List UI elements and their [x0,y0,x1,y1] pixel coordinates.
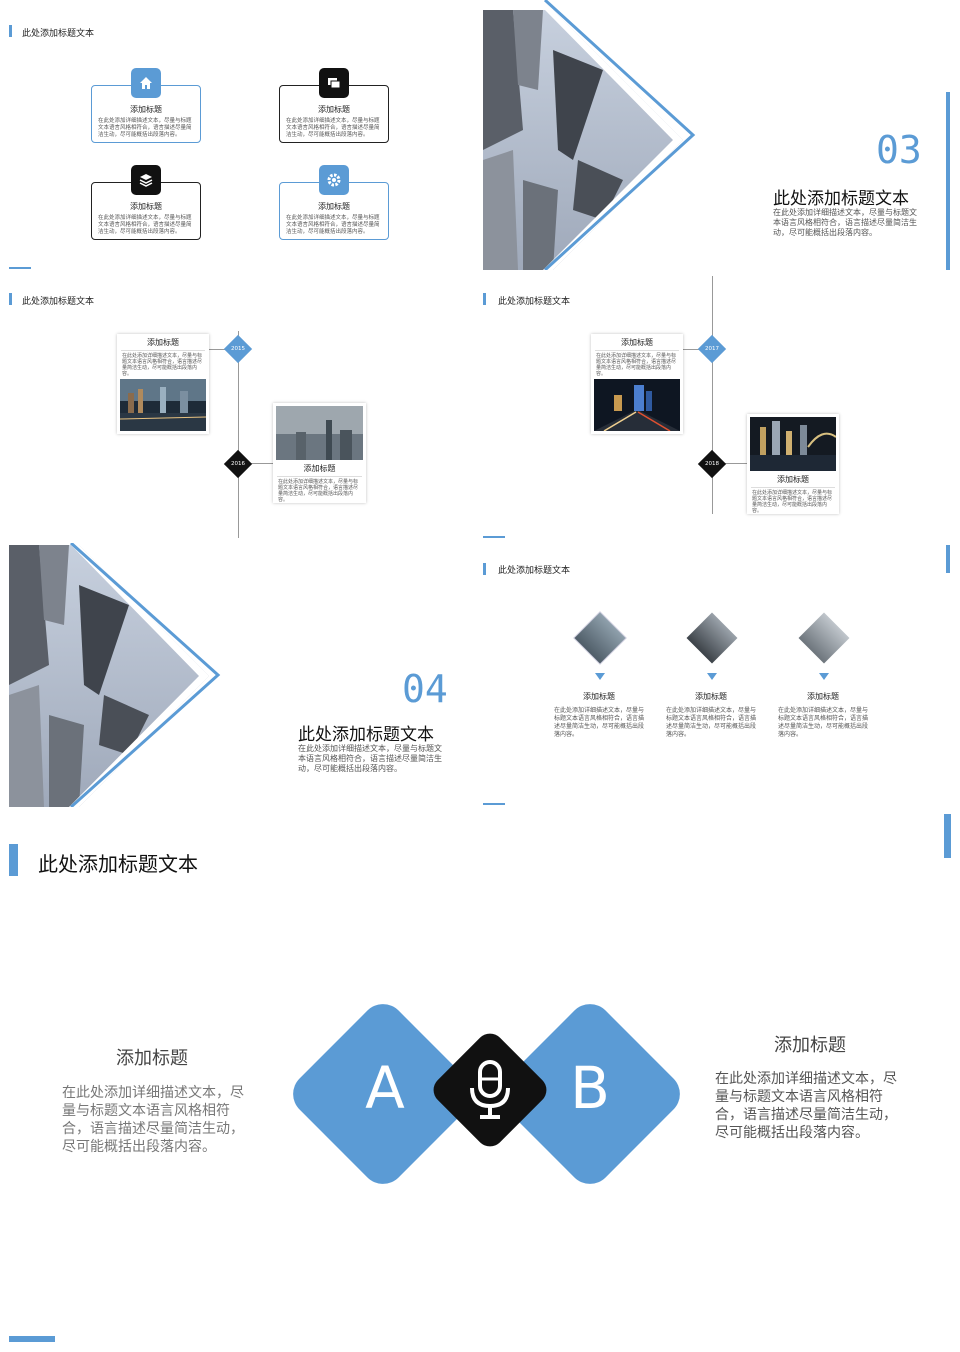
title-marker [483,293,486,305]
year-label: 2015 [231,346,245,352]
bottom-accent-line [483,803,505,805]
letter-b: B [570,1054,610,1122]
year-label: 2017 [705,346,719,352]
card-title: 添加标题 [318,105,350,114]
slide-4: 此处添加标题文本 2017 2018 添加标题 在此处添加详细描述文本，尽量与标… [483,276,960,538]
card-desc: 在此处添加详细描述文本，尽量与标题文本语言风格相符合，语言描述尽量简洁生动，尽可… [286,215,380,235]
card-desc: 在此处添加详细描述文本，尽量与标题文本语言风格相符合，语言描述尽量简洁生动，尽可… [596,353,677,377]
card-title: 添加标题 [318,202,350,211]
item-desc: 在此处添加详细描述文本，尽量与标题文本语言风格相符合，语言描述尽量简洁生动，尽可… [666,707,757,738]
microphone-icon [470,1060,510,1119]
bay-city-photo [750,417,836,471]
year-label: 2018 [705,461,719,467]
card-title: 添加标题 [130,202,162,211]
accent-chevron [543,0,696,270]
fog-photo-diamond [686,612,738,664]
lake-photo-diamond [798,612,850,664]
section-number: 04 [402,667,448,711]
bottom-accent-line [483,536,505,538]
slide-1: 此处添加标题文本 添加标题 在此处添加详细描述文本，尽量与标题文本语言风格相符合… [0,0,477,270]
slide-2: 03 此处添加标题文本 在此处添加详细描述文本，尽量与标题文本语言风格相符合，语… [483,0,960,270]
right-accent-bar [944,814,951,858]
card-desc: 在此处添加详细描述文本，尽量与标题文本语言风格相符合，语言描述尽量简洁生动，尽可… [286,118,380,138]
connector-line [250,463,274,464]
chat-icon [319,68,349,98]
gear-icon [319,165,349,195]
item-title: 添加标题 [695,692,727,701]
timeline-axis [238,331,239,538]
slide-6: 此处添加标题文本 添加标题 在此处添加详细描述文本，尽量与标题文本语言风格相符合… [483,543,960,807]
connector-line [683,349,701,350]
timeline-card: 添加标题 在此处添加详细描述文本，尽量与标题文本语言风格相符合，语言描述尽量简洁… [591,334,683,434]
right-desc: 在此处添加详细描述文本，尽量与标题文本语言风格相符合，语言描述尽量简洁生动，尽可… [715,1071,897,1141]
connector-line [724,463,748,464]
year-label: 2016 [231,461,245,467]
title-marker [9,25,12,37]
card-title: 添加标题 [595,334,679,351]
slide-title: 此处添加标题文本 [498,297,571,307]
bottom-accent-line [9,267,31,269]
section-desc: 在此处添加详细描述文本，尽量与标题文本语言风格相符合，语言描述尽量简洁生动，尽可… [298,744,442,773]
night-city-photo [120,379,206,431]
section-title: 此处添加标题文本 [773,189,909,209]
city-photo [483,10,693,270]
item-title: 添加标题 [583,692,615,701]
card-title: 添加标题 [751,471,835,488]
accent-chevron [69,543,221,807]
card-title: 添加标题 [277,460,362,477]
section-number: 03 [876,128,922,172]
slide-title: 此处添加标题文本 [22,297,95,307]
letter-a: A [365,1054,405,1122]
feature-card: 添加标题 在此处添加详细描述文本，尽量与标题文本语言风格相符合，语言描述尽量简洁… [279,182,389,240]
bottom-accent-line [9,1336,55,1342]
slide-title: 此处添加标题文本 [38,852,198,876]
item-title: 添加标题 [807,692,839,701]
card-desc: 在此处添加详细描述文本，尽量与标题文本语言风格相符合，语言描述尽量简洁生动，尽可… [752,490,833,514]
timeline-axis [712,276,713,514]
layers-icon [131,165,161,195]
triangle-marker [707,673,717,680]
skyline-photo [276,406,363,460]
section-title: 此处添加标题文本 [298,725,434,745]
slide-7: 此处添加标题文本 添加标题 在此处添加详细描述文本，尽量与标题文本语言风格相符合… [0,814,960,1352]
title-marker [9,293,12,305]
left-title: 添加标题 [116,1048,188,1069]
slide-5: 04 此处添加标题文本 在此处添加详细描述文本，尽量与标题文本语言风格相符合，语… [0,543,477,807]
triangle-marker [595,673,605,680]
card-title: 添加标题 [130,105,162,114]
item-desc: 在此处添加详细描述文本，尽量与标题文本语言风格相符合，语言描述尽量简洁生动，尽可… [778,707,869,738]
card-desc: 在此处添加详细描述文本，尽量与标题文本语言风格相符合，语言描述尽量简洁生动，尽可… [122,353,203,377]
left-desc: 在此处添加详细描述文本，尽量与标题文本语言风格相符合，语言描述尽量简洁生动，尽可… [62,1085,244,1155]
timeline-card: 添加标题 在此处添加详细描述文本，尽量与标题文本语言风格相符合，语言描述尽量简洁… [273,403,366,503]
connector-line [209,349,227,350]
card-desc: 在此处添加详细描述文本，尽量与标题文本语言风格相符合，语言描述尽量简洁生动，尽可… [278,479,359,503]
night-road-photo [594,379,680,431]
right-accent-bar [946,92,950,270]
title-marker [9,844,18,876]
card-desc: 在此处添加详细描述文本，尽量与标题文本语言风格相符合，语言描述尽量简洁生动，尽可… [98,215,192,235]
slide-title: 此处添加标题文本 [498,566,571,576]
slide-3: 此处添加标题文本 2015 2016 添加标题 在此处添加详细描述文本，尽量与标… [0,276,477,538]
home-icon [131,68,161,98]
card-title: 添加标题 [121,334,205,351]
timeline-card: 添加标题 在此处添加详细描述文本，尽量与标题文本语言风格相符合，语言描述尽量简洁… [747,414,839,514]
triangle-marker [819,673,829,680]
item-desc: 在此处添加详细描述文本，尽量与标题文本语言风格相符合，语言描述尽量简洁生动，尽可… [554,707,645,738]
card-desc: 在此处添加详细描述文本，尽量与标题文本语言风格相符合，语言描述尽量简洁生动，尽可… [98,118,192,138]
section-desc: 在此处添加详细描述文本，尽量与标题文本语言风格相符合，语言描述尽量简洁生动，尽可… [773,208,917,237]
timeline-card: 添加标题 在此处添加详细描述文本，尽量与标题文本语言风格相符合，语言描述尽量简洁… [117,334,209,434]
slide-title: 此处添加标题文本 [22,29,95,39]
city-photo [9,545,219,807]
right-accent-bar [946,545,950,573]
title-marker [483,563,486,575]
right-title: 添加标题 [774,1035,846,1056]
forest-photo-diamond [574,612,626,664]
